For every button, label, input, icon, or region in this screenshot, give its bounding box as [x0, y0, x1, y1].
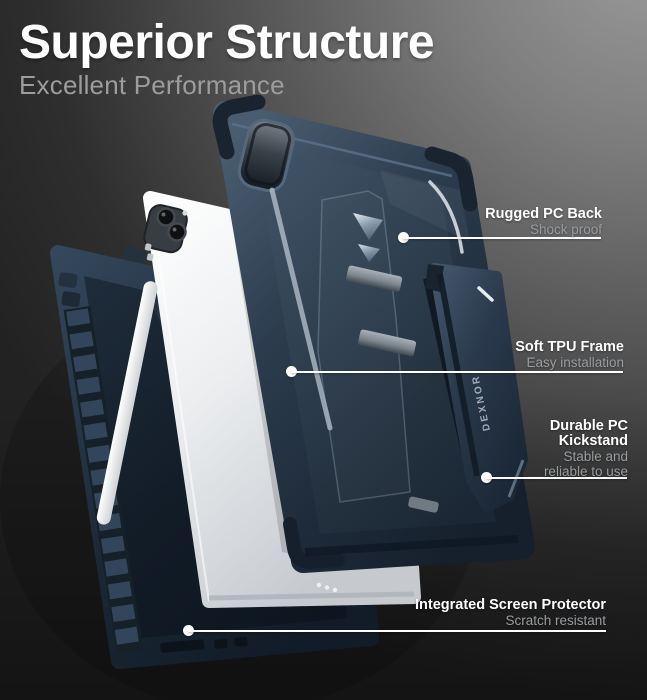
header: Superior Structure Excellent Performance [19, 16, 435, 100]
connector-dot [316, 582, 322, 588]
page-subtitle: Excellent Performance [19, 70, 285, 100]
connector-dot [324, 585, 330, 590]
kickstand-slot [346, 265, 403, 292]
stylus-pencil [96, 281, 158, 525]
kickstand-recess-outline [317, 190, 411, 503]
camera-flash [182, 210, 188, 216]
camera-lens [167, 222, 187, 242]
camera-lens [156, 207, 176, 227]
case-back [212, 94, 535, 573]
brand-logo-icon [353, 213, 383, 240]
kickstand-slot [358, 329, 417, 357]
kickstand: DEXNOR [423, 263, 528, 512]
connector-dot [332, 587, 338, 593]
brand-logo-icon [358, 244, 380, 262]
page-title: Superior Structure [19, 16, 435, 69]
